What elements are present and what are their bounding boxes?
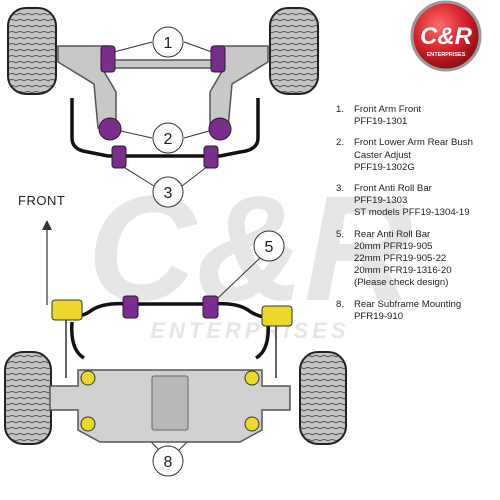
- rear-right-tyre: [299, 351, 347, 445]
- bush-8-front-right: [244, 370, 260, 386]
- legend-line: Rear Subframe Mounting: [354, 298, 462, 310]
- callout-8: 8: [164, 454, 173, 471]
- legend-line: 22mm PFR19-905-22: [354, 253, 447, 265]
- legend-line: (Please check design): [354, 277, 449, 289]
- callout-3: 3: [164, 185, 173, 202]
- front-left-tyre: [7, 7, 57, 95]
- legend-item-3: 3. Front Anti Roll Bar PFF19-1303 ST mod…: [336, 183, 496, 220]
- rear-left-tyre: [4, 351, 52, 445]
- legend-line: Front Lower Arm Rear Bush: [354, 137, 473, 149]
- legend-line: Rear Anti Roll Bar: [354, 228, 431, 240]
- bush-8-front-left: [80, 370, 96, 386]
- callout-2: 2: [164, 131, 173, 148]
- legend-item-5: 5. Rear Anti Roll Bar 20mm PFR19-905 22m…: [336, 229, 496, 290]
- front-axle: [7, 7, 319, 169]
- legend-line: 20mm PFR19-905: [354, 240, 433, 252]
- legend-number: 2.: [336, 137, 345, 149]
- legend-line: ST models PFF19-1304-19: [354, 207, 470, 219]
- bush-3-left: [111, 145, 127, 169]
- legend-line: PFF19-1302G: [354, 161, 415, 173]
- callout-5: 5: [265, 239, 274, 256]
- logo-text: C&R: [420, 23, 473, 50]
- bush-3-right: [203, 145, 219, 169]
- brand-logo: C&R ENTERPRISES: [410, 0, 482, 72]
- legend-number: 8.: [336, 298, 345, 310]
- legend-item-2: 2. Front Lower Arm Rear Bush Caster Adju…: [336, 137, 496, 174]
- parts-legend: 1. Front Arm Front PFF19-1301 2. Front L…: [336, 104, 496, 332]
- rear-end-link-right: [261, 305, 293, 327]
- legend-line: Front Anti Roll Bar: [354, 183, 432, 195]
- legend-item-1: 1. Front Arm Front PFF19-1301: [336, 104, 496, 128]
- legend-number: 1.: [336, 104, 345, 115]
- bush-8-rear-right: [244, 416, 260, 432]
- bush-1-right: [210, 45, 226, 73]
- bush-5-right: [202, 295, 219, 319]
- rear-axle: [4, 295, 347, 445]
- legend-line: 20mm PFR19-1316-20: [354, 265, 452, 277]
- bush-8-rear-left: [80, 416, 96, 432]
- legend-number: 5.: [336, 228, 345, 240]
- legend-line: PFF19-1301: [354, 116, 408, 128]
- legend-item-8: 8. Rear Subframe Mounting PFR19-910: [336, 299, 496, 323]
- callout-1: 1: [164, 35, 173, 52]
- front-label: FRONT: [18, 193, 66, 208]
- legend-number: 3.: [336, 183, 345, 195]
- rear-end-link-left: [51, 299, 83, 321]
- front-anti-roll-bar: [70, 98, 260, 158]
- bush-2-left: [98, 117, 122, 141]
- bush-2-right: [208, 117, 232, 141]
- front-subframe: [57, 45, 269, 129]
- bush-5-left: [122, 295, 139, 319]
- logo-subtext: ENTERPRISES: [427, 52, 466, 58]
- legend-line: Front Arm Front: [354, 104, 422, 115]
- legend-line: PFR19-910: [354, 310, 404, 322]
- legend-line: Caster Adjust: [354, 149, 412, 161]
- watermark-subtext: ENTERPRISES: [150, 318, 349, 343]
- front-right-tyre: [269, 7, 319, 95]
- callouts: 1 2 3 5 8: [152, 26, 285, 477]
- bush-1-left: [100, 45, 116, 73]
- legend-line: PFF19-1303: [354, 195, 408, 207]
- front-arrow: [42, 220, 52, 305]
